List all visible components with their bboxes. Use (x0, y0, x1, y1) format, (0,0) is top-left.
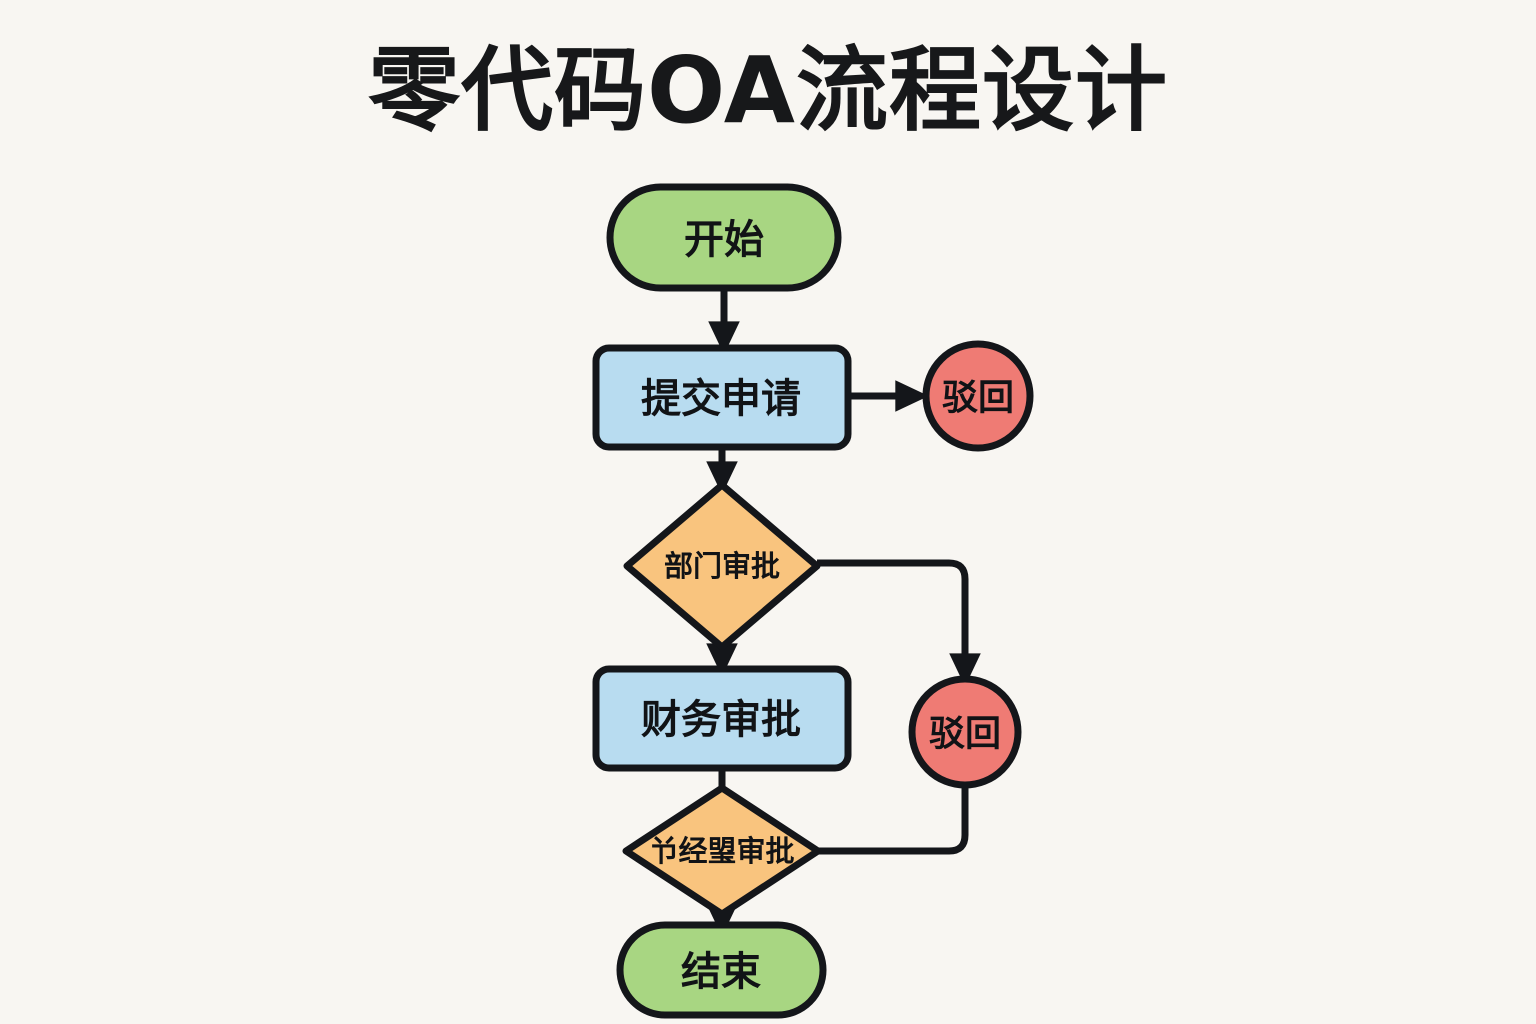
node-reject-1[interactable]: 驳回 (922, 340, 1034, 452)
node-manager-approval[interactable]: 兯经琞审批 (622, 784, 822, 918)
node-reject-2-label: 驳回 (929, 714, 1001, 755)
node-manager-approval-label: 兯经琞审批 (649, 834, 794, 868)
page-title: 零代码OA流程设计 (368, 37, 1168, 144)
node-submit-label: 提交申请 (641, 376, 801, 422)
node-manager-approval-shape (622, 784, 822, 918)
node-reject-2-shape (908, 675, 1022, 789)
node-start-shape (606, 183, 842, 292)
edge-dept-to-reject2 (817, 559, 981, 687)
node-end[interactable]: 结束 (616, 921, 827, 1019)
node-end-shape (616, 921, 827, 1019)
node-dept-approval-shape (623, 481, 821, 651)
node-reject-1-label: 驳回 (942, 378, 1014, 419)
node-submit-shape (592, 344, 852, 451)
node-start[interactable]: 开始 (606, 183, 842, 292)
node-finance-approval-shape (592, 665, 852, 772)
node-finance-approval[interactable]: 财务审批 (592, 665, 852, 772)
node-submit[interactable]: 提交申请 (592, 344, 852, 451)
node-end-label: 结束 (681, 949, 761, 995)
node-reject-2[interactable]: 驳回 (908, 675, 1022, 789)
node-dept-approval[interactable]: 部门审批 (623, 481, 821, 651)
node-dept-approval-label: 部门审批 (664, 549, 780, 583)
node-reject-1-shape (922, 340, 1034, 452)
edge-reject2-to-manager (818, 785, 969, 855)
node-finance-approval-label: 财务审批 (641, 697, 801, 743)
node-start-label: 开始 (684, 217, 764, 263)
